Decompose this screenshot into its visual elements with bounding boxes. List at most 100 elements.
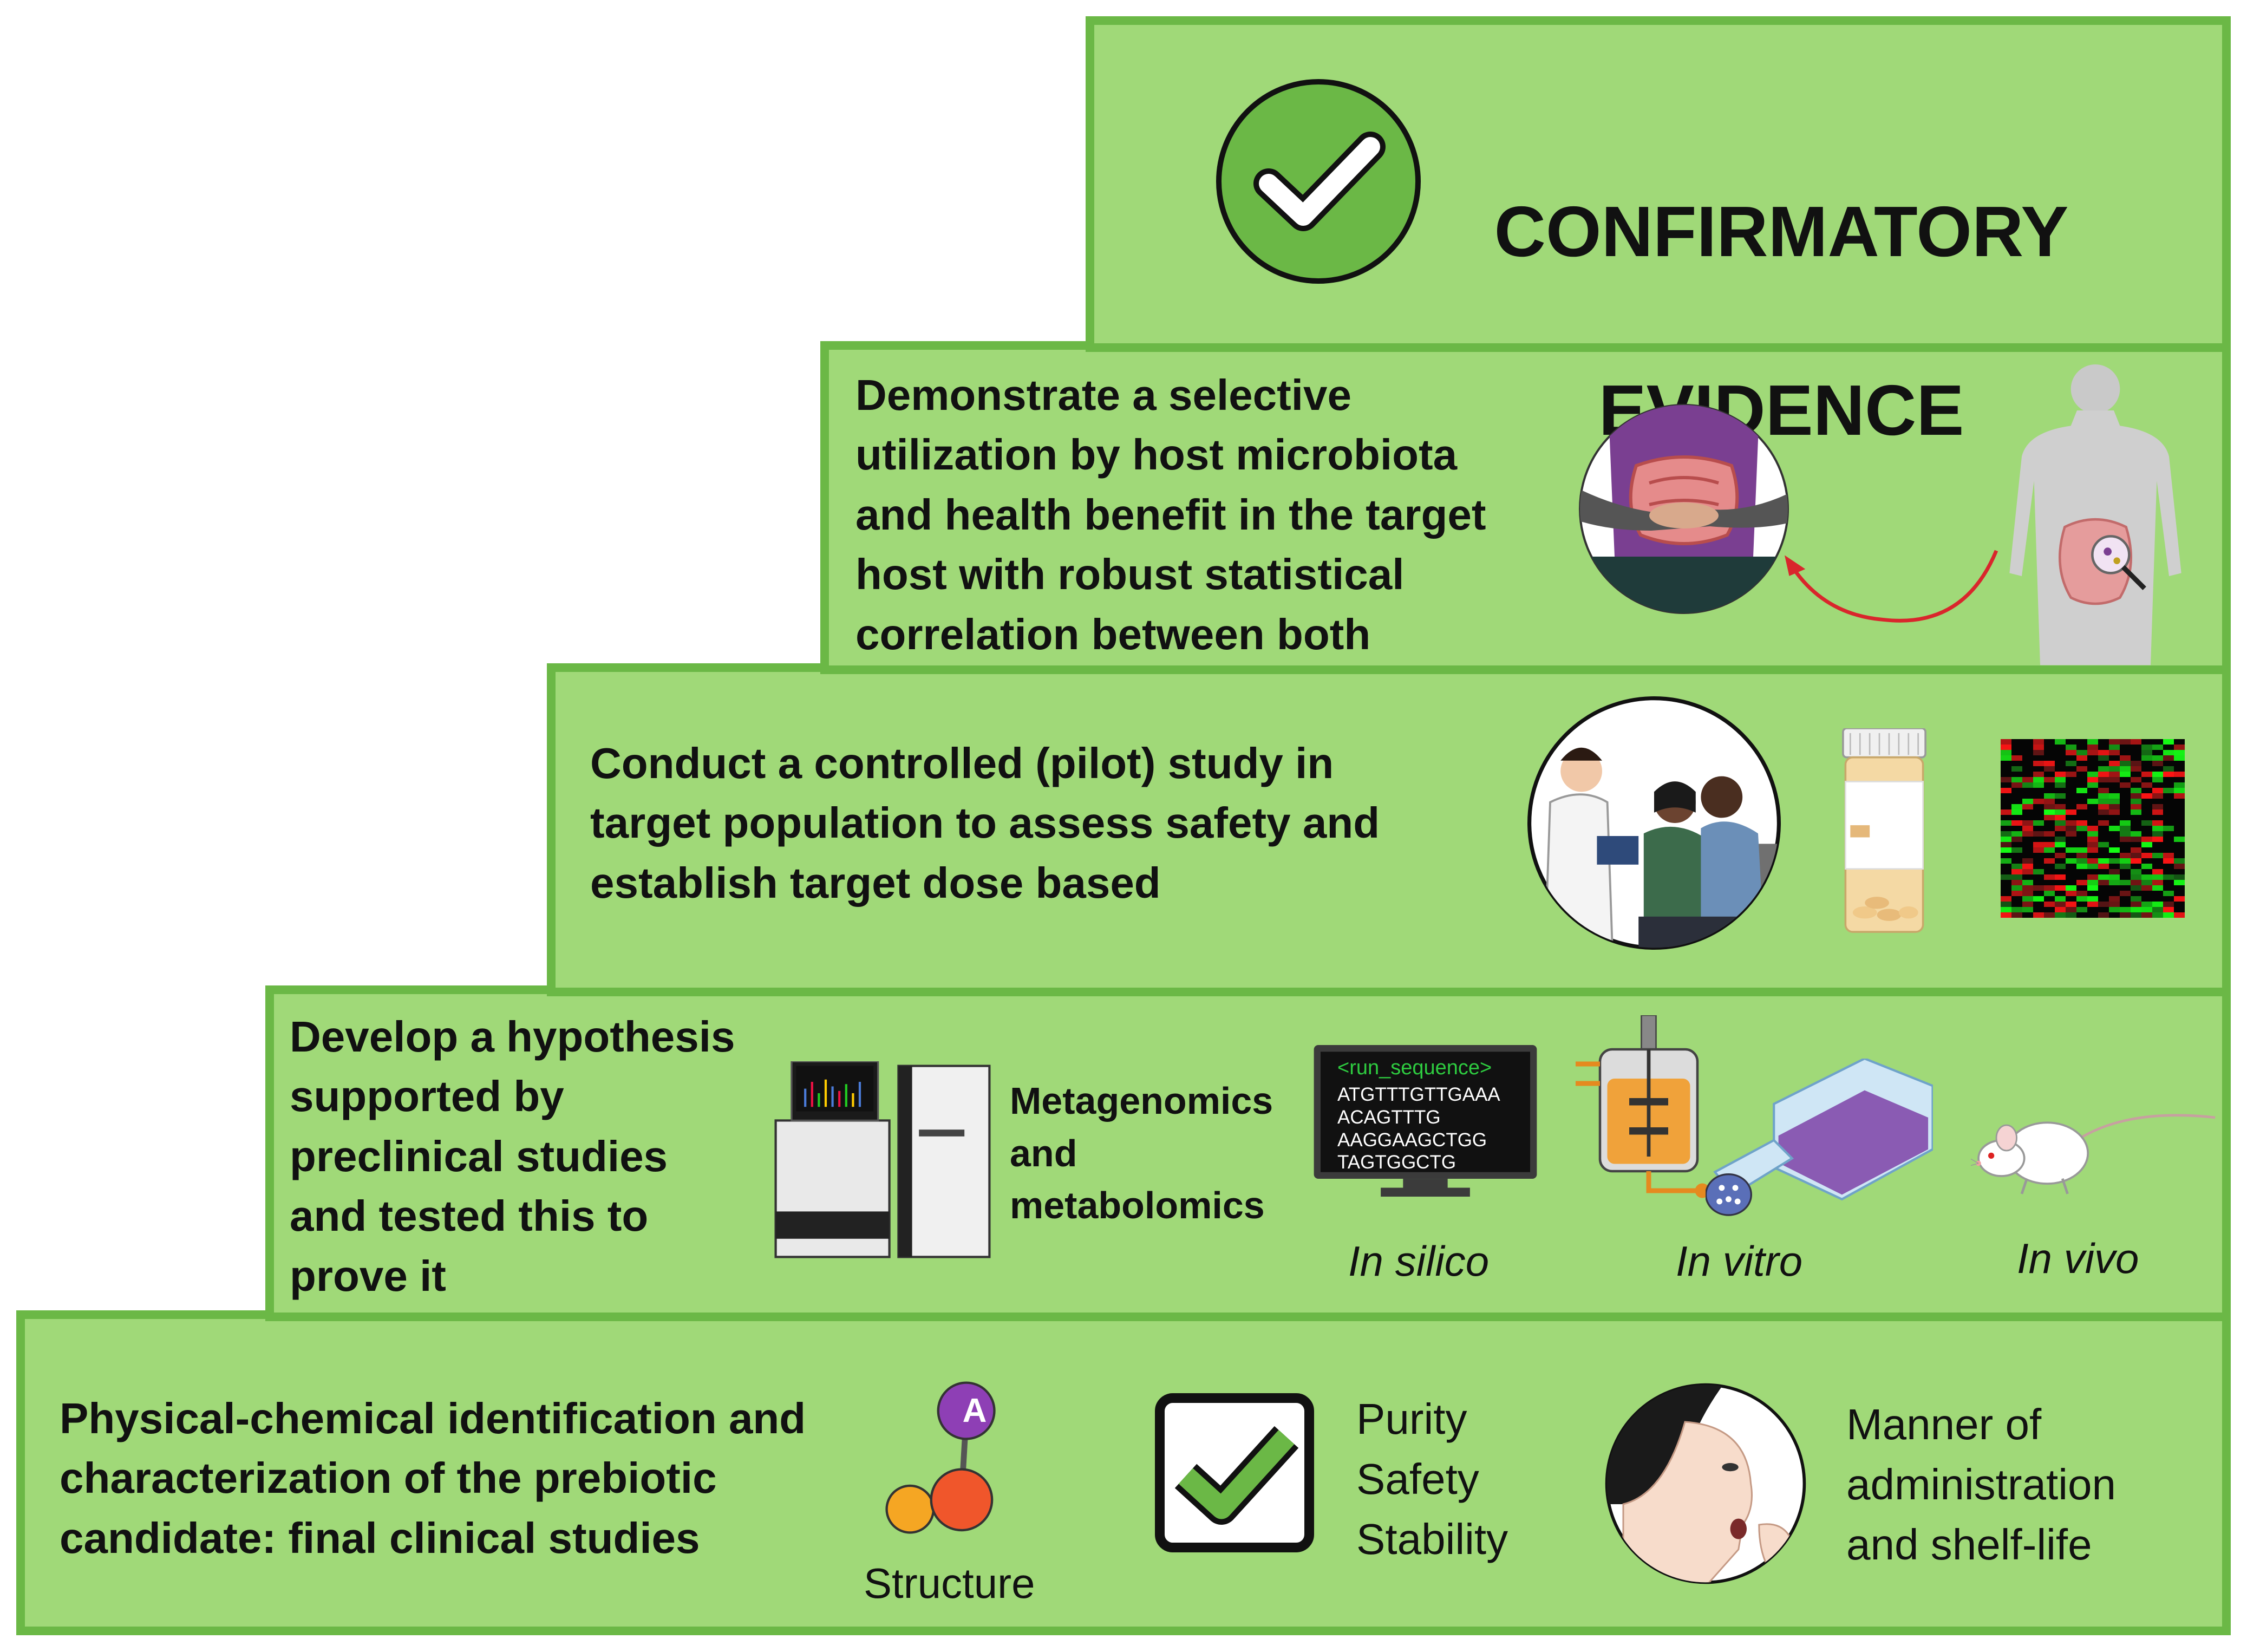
heatmap-cell — [2076, 755, 2087, 761]
heatmap-icon — [2001, 739, 2185, 918]
heatmap-cell — [2163, 772, 2174, 777]
heatmap-cell — [2066, 745, 2076, 750]
heatmap-cell — [2011, 869, 2022, 874]
heatmap-cell — [2033, 831, 2044, 837]
heatmap-cell — [2055, 782, 2066, 788]
heatmap-cell — [2152, 907, 2163, 912]
heatmap-cell — [2001, 837, 2011, 842]
heatmap-cell — [2109, 902, 2120, 907]
heatmap-cell — [2131, 739, 2141, 745]
heatmap-cell — [2076, 788, 2087, 793]
heatmap-cell — [2131, 847, 2141, 853]
clinical-consultation-icon — [1524, 693, 1784, 953]
heatmap-cell — [2120, 766, 2131, 772]
heatmap-cell — [2098, 874, 2109, 880]
heatmap-cell — [2087, 858, 2098, 864]
heatmap-cell — [2033, 799, 2044, 804]
heatmap-cell — [2163, 826, 2174, 831]
heatmap-cell — [2044, 793, 2055, 799]
heatmap-cell — [2087, 772, 2098, 777]
heatmap-cell — [2109, 793, 2120, 799]
heatmap-cell — [2087, 874, 2098, 880]
heatmap-cell — [2109, 896, 2120, 902]
heatmap-cell — [2022, 896, 2033, 902]
culture-flask-icon — [1706, 1059, 1933, 1226]
heatmap-cell — [2141, 864, 2152, 869]
in-vitro-label: In vitro — [1676, 1237, 1803, 1285]
heatmap-cell — [2076, 880, 2087, 885]
heatmap-cell — [2152, 793, 2163, 799]
structure-label: Structure — [864, 1559, 1035, 1607]
heatmap-cell — [2066, 826, 2076, 831]
heatmap-cell — [2131, 885, 2141, 891]
heatmap-cell — [2001, 777, 2011, 782]
heatmap-cell — [2055, 902, 2066, 907]
heatmap-cell — [2022, 820, 2033, 826]
heatmap-cell — [2087, 782, 2098, 788]
heatmap-cell — [2066, 847, 2076, 853]
heatmap-cell — [2055, 896, 2066, 902]
heatmap-cell — [2120, 880, 2131, 885]
step-2-text: Develop a hypothesis supported by precli… — [290, 1013, 735, 1300]
heatmap-cell — [2163, 891, 2174, 896]
heatmap-cell — [2044, 804, 2055, 809]
heatmap-cell — [2033, 820, 2044, 826]
heatmap-cell — [2011, 766, 2022, 772]
mouse-icon — [1971, 1096, 2225, 1205]
heatmap-cell — [2087, 739, 2098, 745]
heatmap-cell — [2066, 809, 2076, 815]
heatmap-cell — [2120, 837, 2131, 842]
heatmap-cell — [2011, 820, 2022, 826]
heatmap-cell — [2001, 896, 2011, 902]
sequence-line: ATGTTTGTTGAAA — [1337, 1084, 1500, 1106]
quality-label: Purity Safety Stability — [1356, 1395, 1508, 1564]
heatmap-cell — [2044, 761, 2055, 766]
heatmap-cell — [2163, 907, 2174, 912]
heatmap-cell — [2174, 874, 2185, 880]
heatmap-cell — [2001, 809, 2011, 815]
abdomen-pain-icon — [1576, 401, 1792, 617]
heatmap-cell — [2098, 799, 2109, 804]
heatmap-cell — [2120, 831, 2131, 837]
heatmap-cell — [2011, 837, 2022, 842]
heatmap-cell — [2011, 831, 2022, 837]
heatmap-cell — [2131, 869, 2141, 874]
heatmap-cell — [2011, 874, 2022, 880]
heatmap-cell — [2066, 761, 2076, 766]
heatmap-cell — [2044, 891, 2055, 896]
heatmap-cell — [2109, 809, 2120, 815]
heatmap-cell — [2033, 782, 2044, 788]
heatmap-cell — [2066, 891, 2076, 896]
heatmap-cell — [2131, 853, 2141, 858]
heatmap-cell — [2141, 755, 2152, 761]
heatmap-cell — [2044, 815, 2055, 820]
heatmap-cell — [2001, 755, 2011, 761]
molecule-badge: A — [962, 1392, 987, 1429]
heatmap-cell — [2001, 907, 2011, 912]
heatmap-cell — [2087, 847, 2098, 853]
bioreactor-icon — [1576, 1015, 1722, 1210]
heatmap-cell — [2163, 739, 2174, 745]
heatmap-cell — [2033, 761, 2044, 766]
heatmap-cell — [2174, 755, 2185, 761]
heatmap-cell — [2044, 809, 2055, 815]
heatmap-cell — [2120, 853, 2131, 858]
heatmap-cell — [2163, 912, 2174, 918]
heatmap-cell — [2131, 902, 2141, 907]
heatmap-cell — [2120, 820, 2131, 826]
heatmap-cell — [2087, 896, 2098, 902]
heatmap-cell — [2076, 853, 2087, 858]
heatmap-cell — [2066, 907, 2076, 912]
heatmap-cell — [2152, 902, 2163, 907]
heatmap-cell — [2001, 842, 2011, 847]
heatmap-cell — [2055, 864, 2066, 869]
heatmap-cell — [2109, 858, 2120, 864]
heatmap-cell — [2109, 826, 2120, 831]
checkbox-icon — [1153, 1392, 1316, 1554]
heatmap-cell — [2087, 864, 2098, 869]
heatmap-cell — [2131, 799, 2141, 804]
heatmap-cell — [2022, 869, 2033, 874]
heatmap-cell — [2066, 772, 2076, 777]
heatmap-cell — [2152, 874, 2163, 880]
monitor-icon — [1313, 1045, 1538, 1197]
